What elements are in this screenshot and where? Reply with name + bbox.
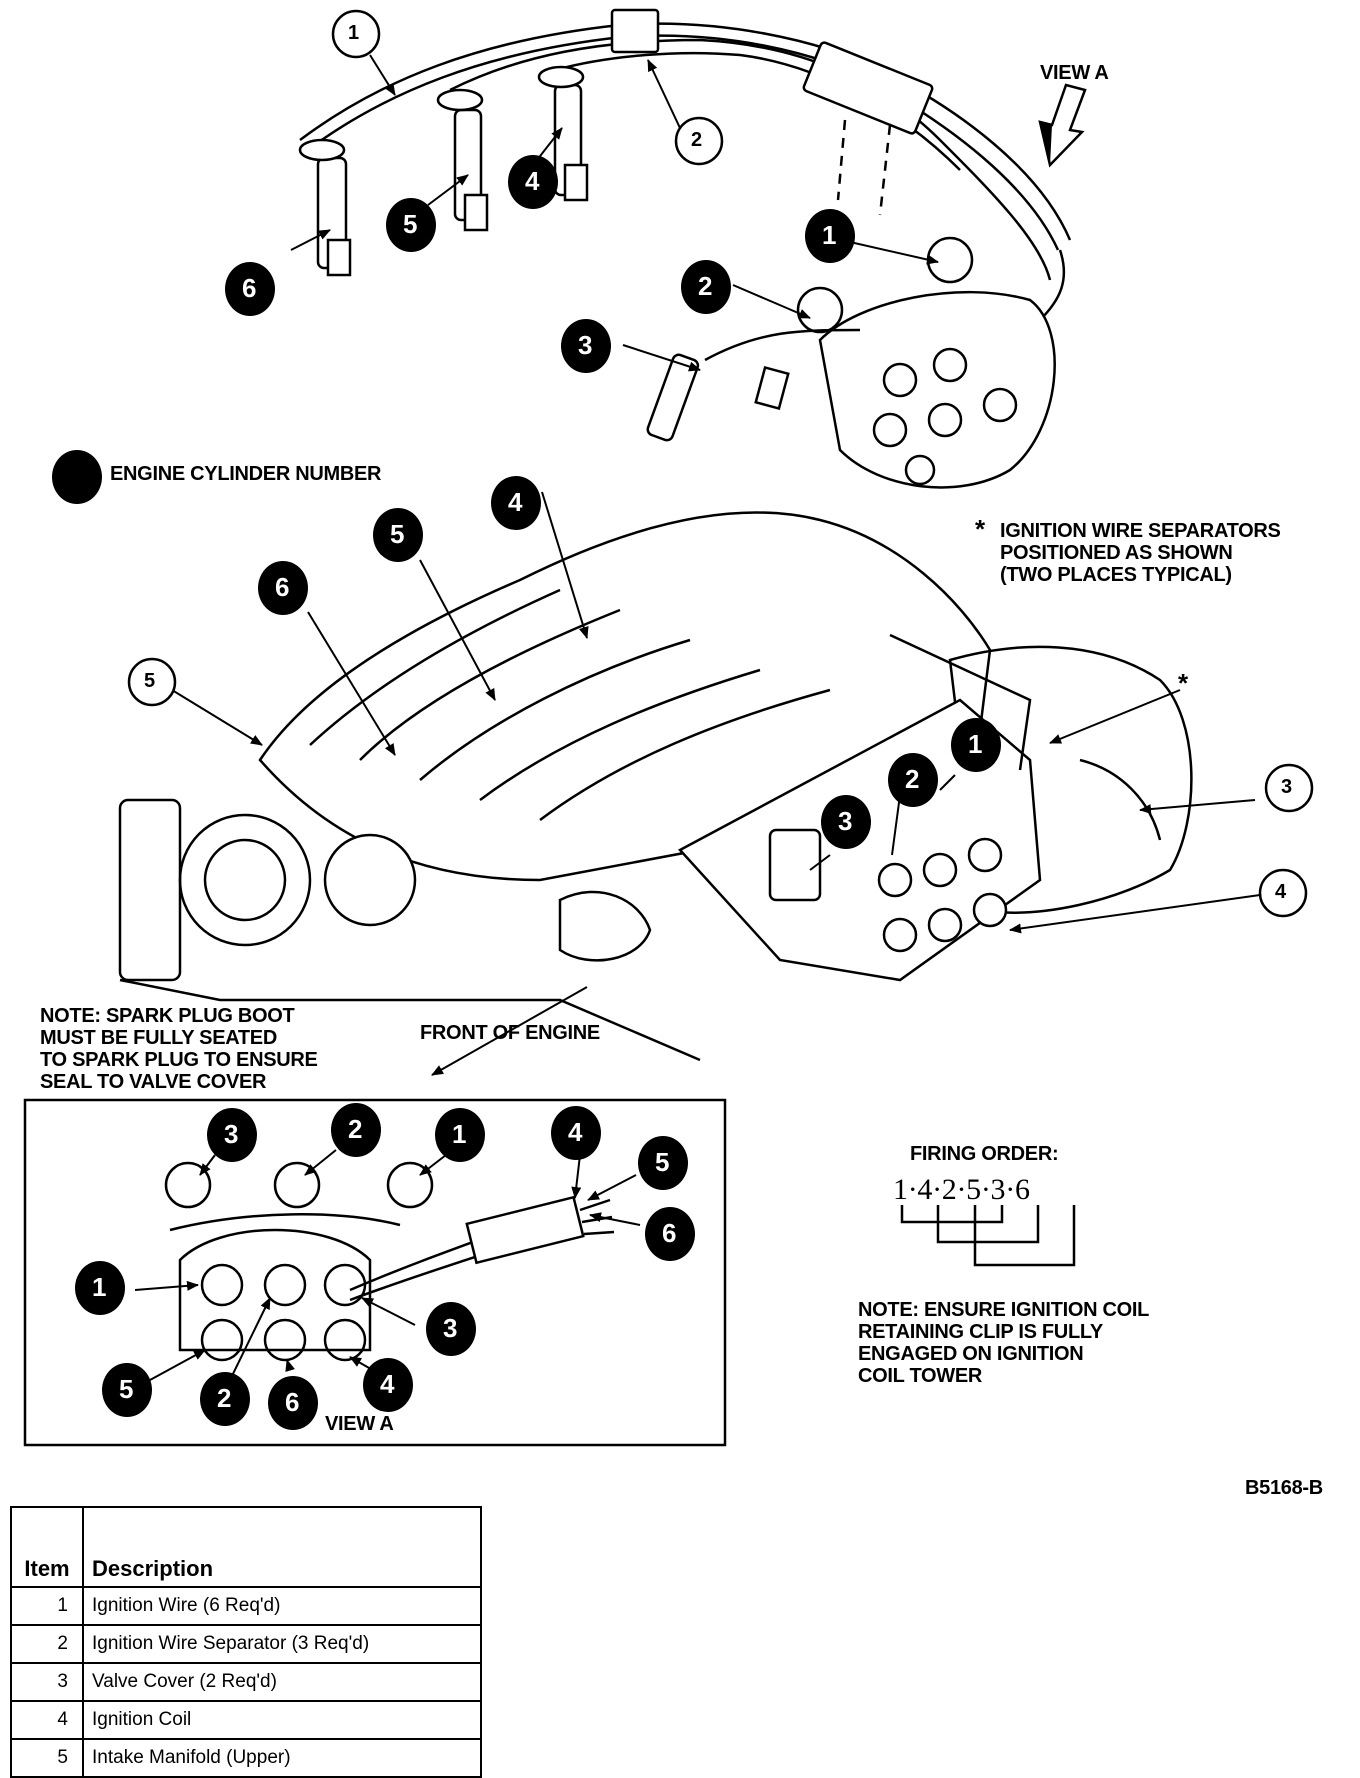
ignition-wiring-diagram <box>23 8 1314 1447</box>
leader-lines <box>171 54 1261 1076</box>
row-description: Intake Manifold (Upper) <box>82 1738 482 1778</box>
table-row: 3 Valve Cover (2 Req'd) <box>10 1662 482 1702</box>
separators-note: IGNITION WIRE SEPARATORS POSITIONED AS S… <box>1000 520 1281 586</box>
view-a-label: VIEW A <box>1040 62 1109 84</box>
parts-table: Item Description 1 Ignition Wire (6 Req'… <box>10 1506 482 1778</box>
callout-2-separator <box>674 116 724 166</box>
table-header-row: Item Description <box>10 1506 482 1588</box>
view-a-inset-label: VIEW A <box>325 1413 394 1435</box>
figure-id: B5168-B <box>1245 1477 1323 1499</box>
open-callouts <box>127 9 1314 918</box>
row-item: 3 <box>10 1662 84 1702</box>
row-item: 2 <box>10 1624 84 1664</box>
header-description: Description <box>82 1506 482 1588</box>
table-row: 1 Ignition Wire (6 Req'd) <box>10 1586 482 1626</box>
firing-order-title: FIRING ORDER: <box>910 1143 1059 1165</box>
callout-5-manifold <box>127 657 177 707</box>
header-item: Item <box>10 1506 84 1588</box>
row-description: Valve Cover (2 Req'd) <box>82 1662 482 1702</box>
callout-1-harness <box>331 9 381 59</box>
view-a-arrow <box>1038 83 1087 168</box>
callout-label-1: 1 <box>348 22 359 44</box>
callout-label-5: 5 <box>144 670 155 692</box>
legend-label: ENGINE CYLINDER NUMBER <box>110 463 382 485</box>
coil-pack-view-a <box>646 236 1056 489</box>
callout-3-valve-cover <box>1264 763 1314 813</box>
cylinder-discs <box>52 155 1001 1430</box>
row-description: Ignition Wire Separator (3 Req'd) <box>82 1624 482 1664</box>
callout-label-2: 2 <box>691 129 702 151</box>
table-row: 5 Intake Manifold (Upper) <box>10 1738 482 1778</box>
firing-order-sequence: 1·4·2·5·3·6 <box>893 1173 1030 1206</box>
row-item: 5 <box>10 1738 84 1778</box>
callout-label-4: 4 <box>1275 881 1286 903</box>
asterisk-callout: * <box>1178 668 1188 698</box>
row-description: Ignition Coil <box>82 1700 482 1740</box>
spark-plug-boots-top <box>298 65 589 277</box>
callout-4-coil <box>1258 868 1308 918</box>
front-of-engine-label: FRONT OF ENGINE <box>420 1022 600 1044</box>
ignition-wire-harness <box>299 8 1072 321</box>
row-item: 4 <box>10 1700 84 1740</box>
firing-order-brackets <box>900 1205 1076 1267</box>
coil-retaining-note: NOTE: ENSURE IGNITION COIL RETAINING CLI… <box>858 1299 1150 1387</box>
row-description: Ignition Wire (6 Req'd) <box>82 1586 482 1626</box>
asterisk-mark: * <box>975 514 985 544</box>
table-row: 2 Ignition Wire Separator (3 Req'd) <box>10 1624 482 1664</box>
spark-plug-note: NOTE: SPARK PLUG BOOT MUST BE FULLY SEAT… <box>40 1005 318 1093</box>
table-row: 4 Ignition Coil <box>10 1700 482 1740</box>
row-item: 1 <box>10 1586 84 1626</box>
callout-label-3: 3 <box>1281 776 1292 798</box>
